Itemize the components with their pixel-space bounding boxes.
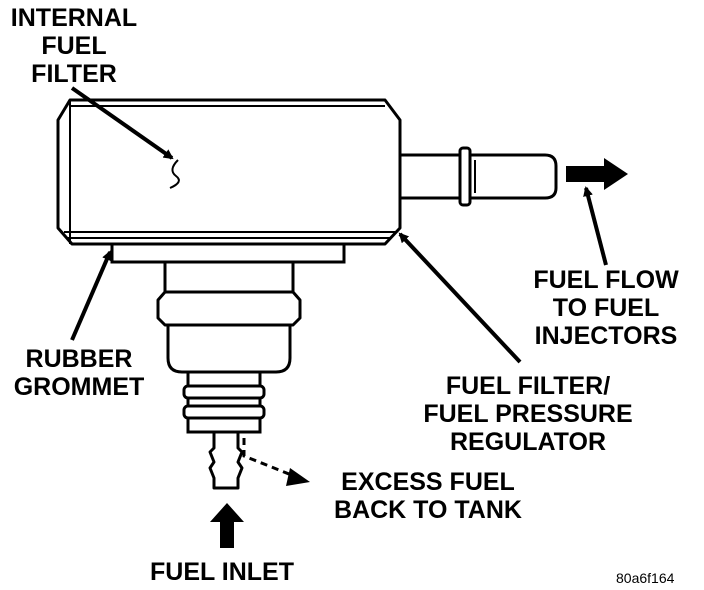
regulator-label: FUEL FILTER/ FUEL PRESSURE REGULATOR [423, 372, 633, 456]
rubber-grommet-shape [110, 242, 346, 264]
fuel-flow-pointer-arrow [583, 186, 608, 266]
figure-code: 80a6f164 [616, 570, 675, 586]
regulator-arrow [398, 232, 522, 364]
rubber-grommet-label: RUBBER GROMMET [13, 345, 145, 401]
outlet-tube [398, 146, 558, 207]
filter-housing [56, 98, 402, 246]
neck [156, 260, 302, 374]
internal-filter-arrow [70, 86, 174, 160]
excess-fuel-arrow [242, 438, 310, 486]
internal-fuel-filter-label: INTERNAL FUEL FILTER [10, 4, 138, 88]
fuel-inlet-label: FUEL INLET [150, 558, 294, 586]
fuel-inlet-arrow [210, 503, 244, 548]
threaded-inlet [182, 370, 266, 434]
fuel-flow-arrow [566, 158, 628, 190]
grommet-arrow [70, 250, 112, 341]
internal-filter-mark [169, 159, 180, 189]
inlet-barb [208, 430, 244, 490]
excess-fuel-label: EXCESS FUEL BACK TO TANK [334, 468, 522, 524]
fuel-flow-label: FUEL FLOW TO FUEL INJECTORS [533, 266, 679, 350]
